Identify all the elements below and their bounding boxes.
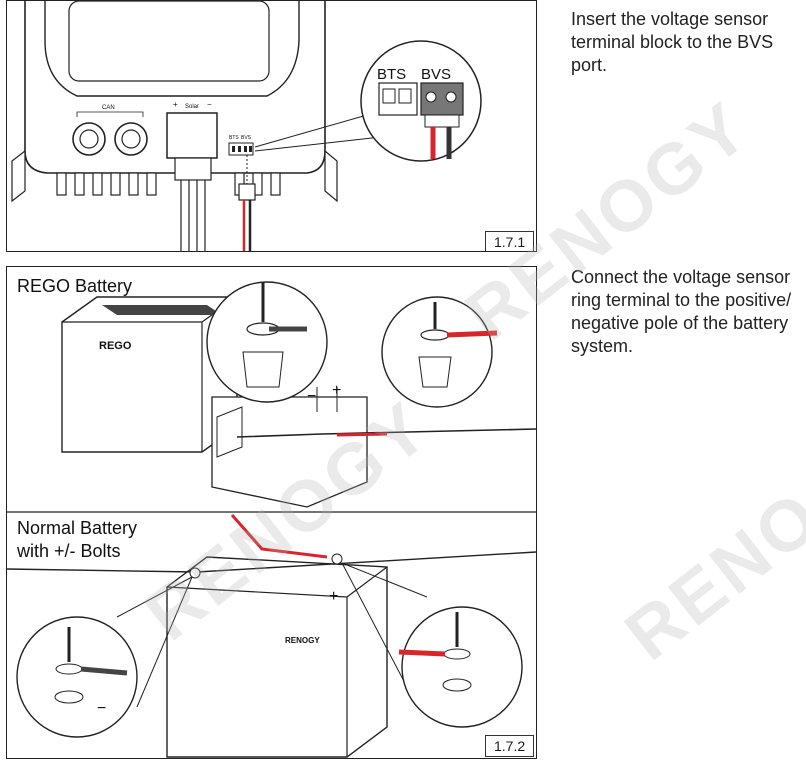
rego-minus-sign: − [307,388,317,405]
solar-label: Solar [185,104,200,110]
bts-small-label: BTS [229,135,239,141]
rego-plus-zoom [381,296,493,408]
rego-plus-sign: + [332,382,342,399]
right-mount-tab [324,149,338,203]
rego-brand: REGO [99,340,132,352]
step1-caption: Insert the voltage sensor terminal block… [571,9,774,75]
normal-plus-zoom [401,606,523,728]
bvs-small-label: BVS [241,135,252,141]
normal-minus-zoom [16,616,138,738]
battery-brand: RENOGY [285,636,320,645]
solar-minus-label: − [207,100,212,109]
normal-plus-sign: + [329,588,339,605]
normal-battery [166,556,388,758]
figure-number-2: 1.7.2 [485,735,535,757]
figure-number-1: 1.7.1 [485,231,535,251]
rego-minus-zoom [206,281,328,403]
can-label: CAN [102,105,115,111]
figure-panel-1-7-1: CAN + Solar − BTS BVS BTS BVS 1.7.1 [6,0,537,252]
bvs-plug-small [238,183,256,201]
controller-screen [68,1,270,82]
sensor-cable-1 [236,428,536,438]
bts-label: BTS [377,66,407,83]
rego-battery-label: REGO Battery [17,276,133,296]
figure-panel-1-7-2: REGO Battery REGO − + Normal Battery wit… [6,266,537,759]
solar-plus-label: + [173,100,178,109]
normal-minus-sign: − [97,700,107,717]
solar-cables [180,180,206,251]
solar-terminal [166,112,218,159]
rego-terminal-box [211,396,368,508]
battery-illustration [7,281,536,758]
watermark: RENOGY [610,406,806,676]
left-mount-tab [11,149,26,203]
controller-bvs-illustration [11,1,482,251]
normal-battery-label: Normal Battery with +/- Bolts [17,518,138,561]
step2-caption: Connect the voltage sensor ring terminal… [571,267,792,356]
bvs-label: BVS [421,66,452,83]
